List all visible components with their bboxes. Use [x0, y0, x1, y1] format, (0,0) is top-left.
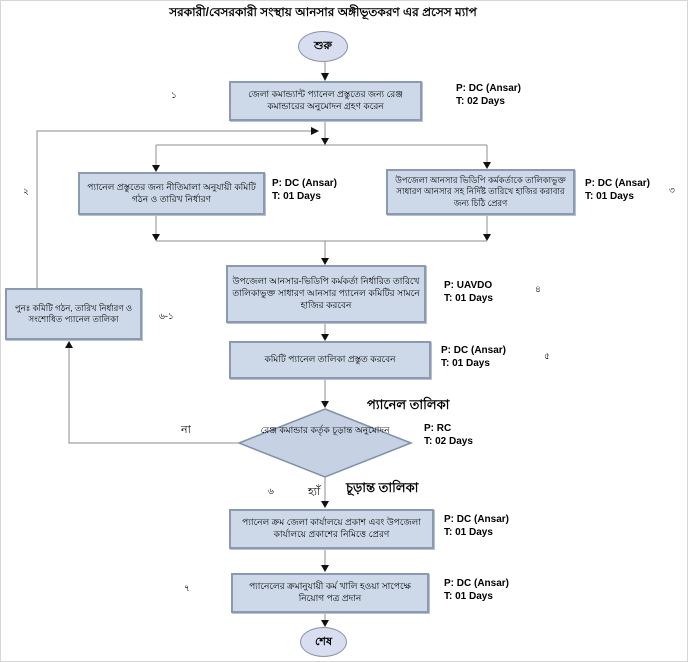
- step2-number: ২: [23, 186, 29, 196]
- step1-box: জেলা কমান্ড্যান্ট প্যানেল প্রস্তুতের জন্…: [229, 81, 422, 121]
- connector-rework-feedback: [36, 130, 311, 288]
- step3-performer: P: DC (Ansar): [585, 178, 651, 189]
- arrow-into-splitbar: [321, 138, 329, 145]
- step3-annotation: P: DC (Ansar) T: 01 Days: [585, 177, 650, 203]
- step2-annotation: P: DC (Ansar) T: 01 Days: [272, 177, 337, 203]
- page-title: সরকারী/বেসরকারী সংস্থায় আনসার অঙ্গীভূতক…: [169, 5, 477, 19]
- arrow-into-step7: [321, 565, 329, 572]
- panel-list-label: প্যানেল তালিকা: [367, 397, 450, 412]
- step5-text: কমিটি প্যানেল তালিকা প্রস্তুত করবেন: [264, 354, 396, 365]
- step7-performer: P: DC (Ansar): [444, 578, 510, 589]
- end-terminal: শেষ: [300, 627, 347, 657]
- arrow-feedback-right: [311, 127, 319, 135]
- decision-annotation: P: RC T: 02 Days: [424, 422, 473, 448]
- arrow-into-step1: [321, 73, 329, 81]
- connector-decision-no-path: [68, 348, 239, 444]
- final-list-label: চূড়ান্ত তালিকা: [346, 480, 419, 495]
- arrow-into-step5: [321, 334, 329, 341]
- decision-yes-label: হ্যাঁ: [308, 486, 321, 498]
- arrow-into-step6: [321, 501, 329, 508]
- step3-time: T: 01 Days: [585, 191, 634, 202]
- step5-performer: P: DC (Ansar): [441, 345, 507, 356]
- step1-time: T: 02 Days: [456, 96, 505, 107]
- decision-performer: P: RC: [424, 423, 452, 434]
- step1-number: ১: [171, 90, 177, 100]
- step4-time: T: 01 Days: [444, 293, 493, 304]
- step6-text: প্যানেল ক্রম জেলা কার্যালয়ে প্রকাশ এবং …: [242, 517, 421, 539]
- arrow-merge-right: [483, 234, 491, 241]
- decision-diamond: [236, 408, 414, 478]
- arrow-merge-left: [152, 234, 160, 241]
- step7-number: ৭: [184, 583, 190, 593]
- step5-time: T: 01 Days: [441, 358, 490, 369]
- end-terminal-label: শেষ: [314, 635, 333, 648]
- step7-time: T: 01 Days: [444, 591, 493, 602]
- step4-number: ৪: [535, 284, 541, 294]
- arrow-into-decision: [321, 401, 329, 408]
- step1-text: জেলা কমান্ড্যান্ট প্যানেল প্রস্তুতের জন্…: [248, 89, 403, 111]
- arrow-into-step2: [152, 165, 160, 172]
- start-terminal-label: শুরু: [314, 40, 332, 52]
- arrow-into-step4: [321, 258, 329, 265]
- step7-box: প্যানেলের ক্রমানুযায়ী কর্ম খালি হওয়া স…: [231, 573, 429, 613]
- step1-performer: P: DC (Ansar): [456, 83, 522, 94]
- step1-annotation: P: DC (Ansar) T: 02 Days: [456, 82, 521, 108]
- step3-box: উপজেলা আনসার ভিডিপি কর্মকর্তাকে তালিকাভু…: [386, 169, 575, 215]
- decision-text: রেঞ্জ কমান্ডার কর্তৃক চূড়ান্ত অনুমোদন: [260, 425, 390, 435]
- step4-text: উপজেলা আনসার-ভিডিপি কর্মকর্তা নির্ধারিত …: [232, 276, 420, 310]
- arrow-into-end: [321, 620, 329, 627]
- rework-box: পুনঃ কমিটি গঠন, তারিখ নির্ধারণ ও সংশোধিত…: [5, 288, 142, 340]
- step5-number: ৫: [544, 351, 550, 361]
- decision-time: T: 02 Days: [424, 436, 473, 447]
- arrow-into-step3: [483, 162, 491, 169]
- step5-annotation: P: DC (Ansar) T: 01 Days: [441, 344, 506, 370]
- step2-performer: P: DC (Ansar): [272, 178, 338, 189]
- step4-annotation: P: UAVDO T: 01 Days: [444, 279, 493, 305]
- step3-text: উপজেলা আনসার ভিডিপি কর্মকর্তাকে তালিকাভু…: [395, 175, 566, 208]
- step5-box: কমিটি প্যানেল তালিকা প্রস্তুত করবেন: [229, 341, 431, 379]
- step6-annotation: P: DC (Ansar) T: 01 Days: [444, 513, 509, 539]
- start-terminal: শুরু: [298, 31, 348, 62]
- step6-time: T: 01 Days: [444, 527, 493, 538]
- step7-annotation: P: DC (Ansar) T: 01 Days: [444, 577, 509, 603]
- decision-no-label: না: [181, 424, 191, 436]
- decision-number: ৬: [268, 486, 274, 496]
- rework-number: ৬-১: [159, 311, 174, 321]
- step6-performer: P: DC (Ansar): [444, 514, 510, 525]
- step2-box: প্যানেল প্রস্তুতের জন্য নীতিমালা অনুযায়…: [78, 172, 265, 215]
- step3-number: ৩: [669, 185, 675, 195]
- step7-text: প্যানেলের ক্রমানুযায়ী কর্ম খালি হওয়া স…: [249, 581, 411, 603]
- step6-box: প্যানেল ক্রম জেলা কার্যালয়ে প্রকাশ এবং …: [229, 509, 434, 549]
- step2-text: প্যানেল প্রস্তুতের জন্য নীতিমালা অনুযায়…: [87, 181, 256, 204]
- step2-time: T: 01 Days: [272, 191, 321, 202]
- rework-text: পুনঃ কমিটি গঠন, তারিখ নির্ধারণ ও সংশোধিত…: [14, 302, 133, 324]
- step4-performer: P: UAVDO: [444, 280, 493, 291]
- connector-lines: [36, 62, 488, 620]
- step4-box: উপজেলা আনসার-ভিডিপি কর্মকর্তা নির্ধারিত …: [226, 265, 426, 323]
- arrowheads: [65, 73, 491, 627]
- arrow-into-rework: [65, 341, 73, 348]
